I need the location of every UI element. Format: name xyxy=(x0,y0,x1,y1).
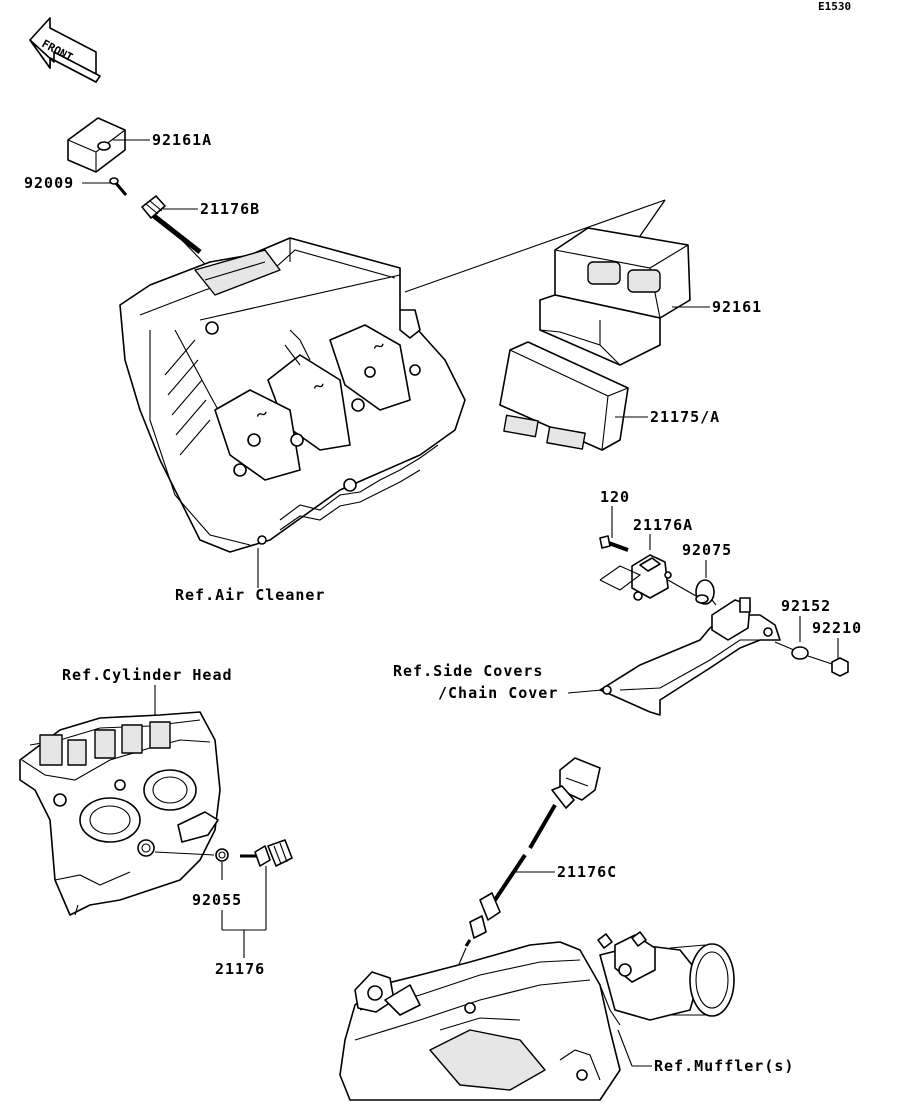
label-21176B: 21176B xyxy=(200,200,260,218)
front-arrow-icon: FRONT xyxy=(29,17,101,83)
bell-mouth-mark-2: 〜 xyxy=(372,339,387,355)
part-92055-gasket[interactable] xyxy=(215,848,229,862)
part-92075-grommet[interactable] xyxy=(667,579,715,605)
label-21175A: 21175/A xyxy=(650,408,720,426)
label-92161A: 92161A xyxy=(152,131,212,149)
part-92009-screw[interactable] xyxy=(109,177,128,196)
label-92210: 92210 xyxy=(812,619,862,637)
side-cover-bracket xyxy=(599,597,781,716)
part-92152-washer[interactable] xyxy=(791,646,809,660)
ref-side-covers-line1: Ref.Side Covers xyxy=(393,662,543,680)
label-92055: 92055 xyxy=(192,891,242,909)
part-120-bolt[interactable] xyxy=(599,535,629,552)
part-21176A-sensor[interactable] xyxy=(631,554,672,601)
diagram-code: E1530 xyxy=(818,0,851,13)
part-21176C-sensor[interactable] xyxy=(464,757,601,947)
label-21176C: 21176C xyxy=(557,863,617,881)
ref-cylinder-head: Ref.Cylinder Head xyxy=(62,666,233,684)
ref-air-cleaner: Ref.Air Cleaner xyxy=(175,586,325,604)
label-92075: 92075 xyxy=(682,541,732,559)
label-92009: 92009 xyxy=(24,174,74,192)
label-21176: 21176 xyxy=(215,960,265,978)
cylinder-head xyxy=(19,711,221,916)
air-cleaner-housing: 〜 〜 〜 xyxy=(119,237,466,553)
muffler xyxy=(339,931,735,1101)
part-92161A-cap[interactable] xyxy=(67,117,126,173)
label-21176A: 21176A xyxy=(633,516,693,534)
part-21176-sensor[interactable] xyxy=(240,839,293,867)
bell-mouth-mark-1: 〜 xyxy=(312,379,327,395)
part-21175A-ecu[interactable] xyxy=(499,341,629,451)
part-92210-nut[interactable] xyxy=(831,657,849,677)
ref-muffler: Ref.Muffler(s) xyxy=(654,1057,794,1075)
bell-mouth-mark-3: 〜 xyxy=(255,407,270,423)
part-92161-ecu-cover[interactable] xyxy=(539,227,691,366)
label-92152: 92152 xyxy=(781,597,831,615)
label-92161: 92161 xyxy=(712,298,762,316)
label-120: 120 xyxy=(600,488,630,506)
ref-side-covers-line2: /Chain Cover xyxy=(438,684,558,702)
